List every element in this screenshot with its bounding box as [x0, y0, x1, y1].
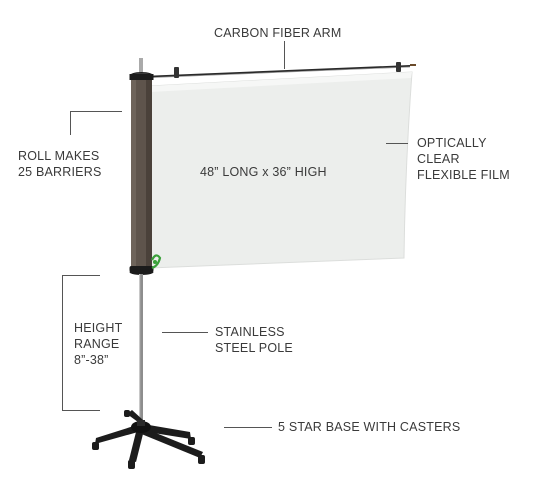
film-label-line-1: OPTICALLY: [417, 136, 487, 150]
carbon-fiber-arm: [141, 62, 416, 79]
size-label: 48” LONG x 36” HIGH: [200, 165, 327, 179]
caster-wheels: [92, 410, 205, 469]
roll-label-line-1: ROLL MAKES: [18, 149, 100, 163]
height-bracket-vertical: [62, 275, 63, 410]
height-label-line-2: RANGE: [74, 337, 120, 351]
height-label-line-3: 8”-38”: [74, 353, 109, 367]
height-bracket-bottom: [62, 410, 100, 411]
arm-label: CARBON FIBER ARM: [214, 26, 342, 40]
film-leader: [386, 143, 408, 144]
roll-label-line-2: 25 BARRIERS: [18, 165, 102, 179]
arm-leader: [284, 41, 285, 69]
pole-label: STAINLESS STEEL POLE: [215, 324, 293, 356]
roll-label: ROLL MAKES 25 BARRIERS: [18, 148, 101, 180]
arm-clip-left: [174, 67, 179, 78]
five-star-base: [95, 410, 203, 462]
pole-label-line-2: STEEL POLE: [215, 341, 293, 355]
green-clip-icon: [151, 254, 162, 270]
roll-leader-horizontal: [70, 111, 122, 112]
height-label: HEIGHT RANGE 8”-38”: [74, 320, 122, 368]
film-label: OPTICALLY CLEAR FLEXIBLE FILM: [417, 135, 510, 183]
pole-label-line-1: STAINLESS: [215, 325, 285, 339]
pole-top: [139, 58, 143, 76]
film-label-line-3: FLEXIBLE FILM: [417, 168, 510, 182]
film-label-line-2: CLEAR: [417, 152, 460, 166]
roll-leader-vertical: [70, 111, 71, 135]
height-bracket-top: [62, 275, 100, 276]
stainless-steel-pole: [139, 274, 143, 424]
base-label: 5 STAR BASE WITH CASTERS: [278, 420, 461, 434]
film-sheet: [149, 71, 413, 269]
roll-cylinder: [129, 72, 154, 275]
pole-leader: [162, 332, 208, 333]
arm-clip-right: [396, 62, 401, 72]
height-label-line-1: HEIGHT: [74, 321, 123, 335]
base-leader: [224, 427, 272, 428]
